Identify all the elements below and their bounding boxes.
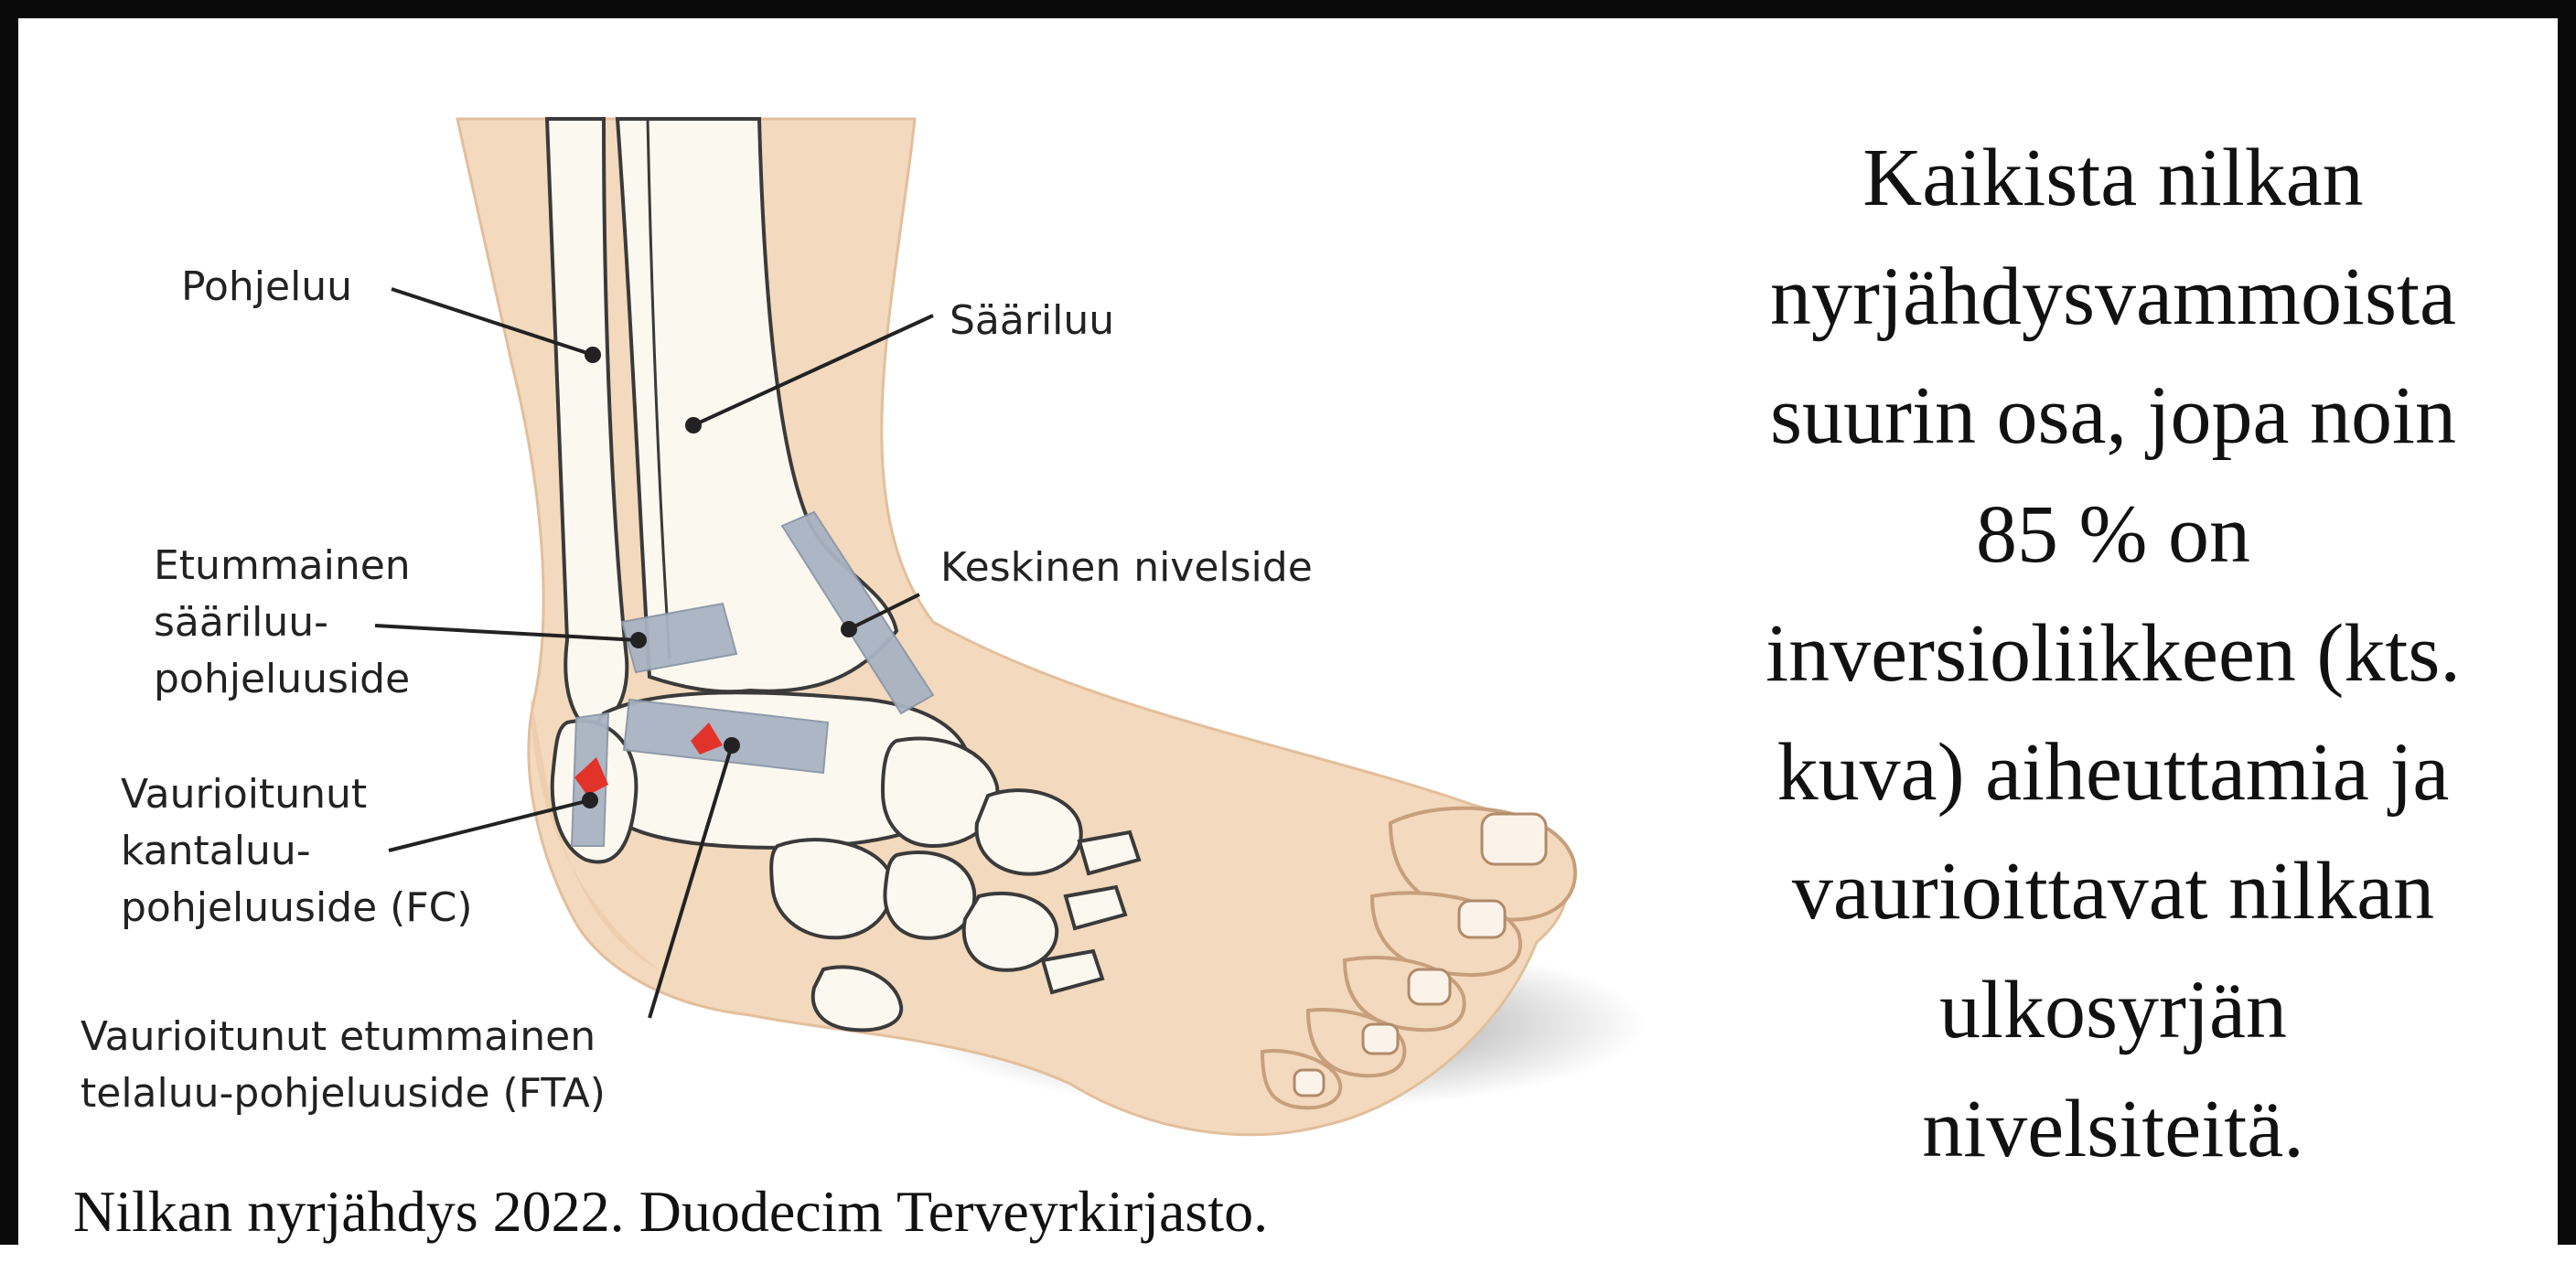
- label-fta-2: telaluu-pohjeluuside (FTA): [80, 1070, 606, 1117]
- info-text-line: 85 % on: [1692, 476, 2534, 594]
- label-fta-1: Vaurioitunut etummainen: [80, 1013, 596, 1060]
- label-fc-1: Vaurioitunut: [121, 771, 367, 818]
- label-fc-3: pohjeluuside (FC): [121, 884, 473, 931]
- info-text-line: ulkosyrjän: [1692, 951, 2534, 1070]
- info-text-line: kuva) aiheuttamia ja: [1692, 713, 2534, 832]
- source-caption: Nilkan nyrjähdys 2022. Duodecim Terveyrk…: [73, 1178, 1268, 1246]
- label-pohjeluu: Pohjeluu: [181, 263, 352, 310]
- label-fc-2: kantaluu-: [121, 828, 311, 874]
- info-text-line: Kaikista nilkan: [1692, 119, 2534, 238]
- label-keskinen: Keskinen nivelside: [940, 544, 1313, 591]
- info-text-line: vaurioittavat nilkan: [1692, 832, 2534, 951]
- info-text: Kaikista nilkan nyrjähdysvammoista suuri…: [1692, 119, 2534, 1189]
- label-saariluu: Sääriluu: [950, 297, 1114, 344]
- info-text-line: nyrjähdysvammoista: [1692, 238, 2534, 357]
- label-etummainen-2: sääriluu-: [154, 599, 328, 646]
- info-text-line: suurin osa, jopa noin: [1692, 357, 2534, 476]
- label-etummainen-3: pohjeluuside: [154, 656, 410, 702]
- label-etummainen-1: Etummainen: [154, 542, 411, 589]
- info-text-line: inversioliikkeen (kts.: [1692, 594, 2534, 713]
- info-text-line: nivelsiteitä.: [1692, 1070, 2534, 1189]
